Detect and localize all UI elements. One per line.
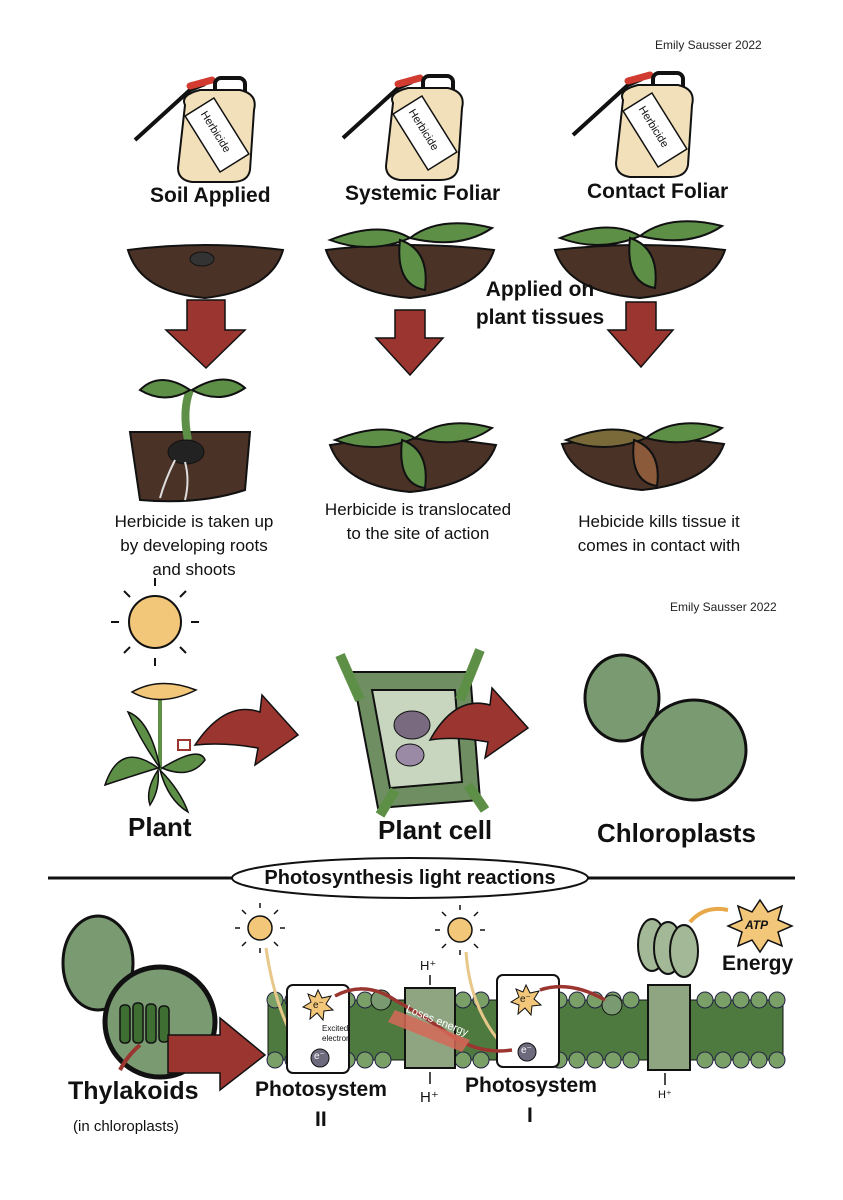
electron-psii-label: e⁻	[314, 1051, 325, 1062]
seedling-soil	[128, 378, 252, 503]
credit-top: Emily Sausser 2022	[655, 38, 762, 52]
electron-path-1	[334, 987, 513, 1053]
sprayer-systemic	[341, 74, 464, 181]
electron-excited-2: e⁻	[520, 994, 531, 1005]
chloroplast-2	[640, 698, 748, 802]
arrow-to-membrane	[167, 1016, 267, 1092]
leaves-systemic-2	[328, 422, 498, 494]
leaves-systemic-1	[327, 222, 495, 292]
sprayer-soil	[133, 76, 256, 183]
plant-cell	[335, 648, 490, 818]
thylakoid-stacks	[119, 1002, 170, 1044]
level-chloroplasts: Chloroplasts	[597, 818, 756, 848]
sun-small-2	[435, 905, 485, 955]
thylakoids-label: Thylakoids	[68, 1077, 199, 1105]
arrow-curve-1	[193, 693, 300, 767]
banner-text: Photosynthesis light reactions	[264, 867, 556, 889]
psi-label-line1: Photosystem	[465, 1074, 597, 1097]
psii-label-line2: II	[315, 1108, 327, 1131]
seed-1	[189, 251, 215, 267]
sun-small-1	[235, 903, 285, 953]
level-plant: Plant	[128, 812, 192, 842]
method-title-contact: Contact Foliar	[587, 180, 729, 203]
proton-top: H⁺	[420, 958, 437, 973]
dandelion-plant	[103, 682, 206, 814]
ferredoxin	[601, 994, 623, 1016]
electron-path-2	[539, 984, 606, 1002]
soil-mound-1	[126, 244, 285, 300]
applied-note: Applied on plant tissues	[475, 278, 605, 329]
electron-psi-label: e⁻	[521, 1045, 532, 1056]
caption-contact: Hebicide kills tissue it comes in contac…	[577, 512, 741, 555]
credit-middle: Emily Sausser 2022	[670, 600, 777, 614]
atp-text: ATP	[745, 918, 769, 932]
caption-systemic: Herbicide is translocated to the site of…	[324, 500, 512, 543]
excited-electron-line1: Excited	[322, 1024, 349, 1033]
proton-bottom: H⁺	[420, 1089, 439, 1106]
arrow-curve-2	[428, 686, 530, 760]
photosystem-1-box	[496, 974, 560, 1068]
loses-energy-band	[388, 1010, 470, 1052]
method-title-soil: Soil Applied	[150, 184, 271, 207]
psii-label-line1: Photosystem	[255, 1078, 387, 1101]
arrow-thylakoid-pointer	[118, 1043, 142, 1071]
caption-soil: Herbicide is taken up by developing root…	[114, 512, 274, 579]
atp-synthase	[637, 918, 699, 1071]
electron-psii	[310, 1048, 330, 1068]
banner-ellipse	[231, 857, 589, 899]
energy-text: Energy	[722, 952, 794, 975]
excited-star-2	[509, 983, 543, 1017]
arrow-down-3	[606, 301, 675, 369]
level-cell: Plant cell	[378, 815, 493, 845]
electron-psi	[517, 1042, 537, 1062]
sun-large	[111, 578, 199, 666]
leaves-contact-1	[557, 220, 725, 290]
chloroplast-1	[583, 653, 661, 743]
thylakoids-note: (in chloroplasts)	[73, 1118, 179, 1135]
arrow-down-2	[374, 309, 445, 377]
excited-electron-line2: electron	[322, 1034, 351, 1043]
atp-starburst	[726, 898, 794, 954]
proton-atp: H⁺	[658, 1089, 672, 1101]
arrow-to-atp	[688, 906, 729, 924]
psi-label-line2: I	[527, 1104, 533, 1127]
electron-excited-1: e⁻	[313, 1000, 324, 1011]
method-title-systemic: Systemic Foliar	[345, 182, 501, 205]
excited-star-1	[301, 988, 335, 1022]
sprayer-contact	[571, 71, 694, 178]
arrow-down-1	[164, 299, 247, 370]
leaves-contact-2	[560, 422, 726, 492]
